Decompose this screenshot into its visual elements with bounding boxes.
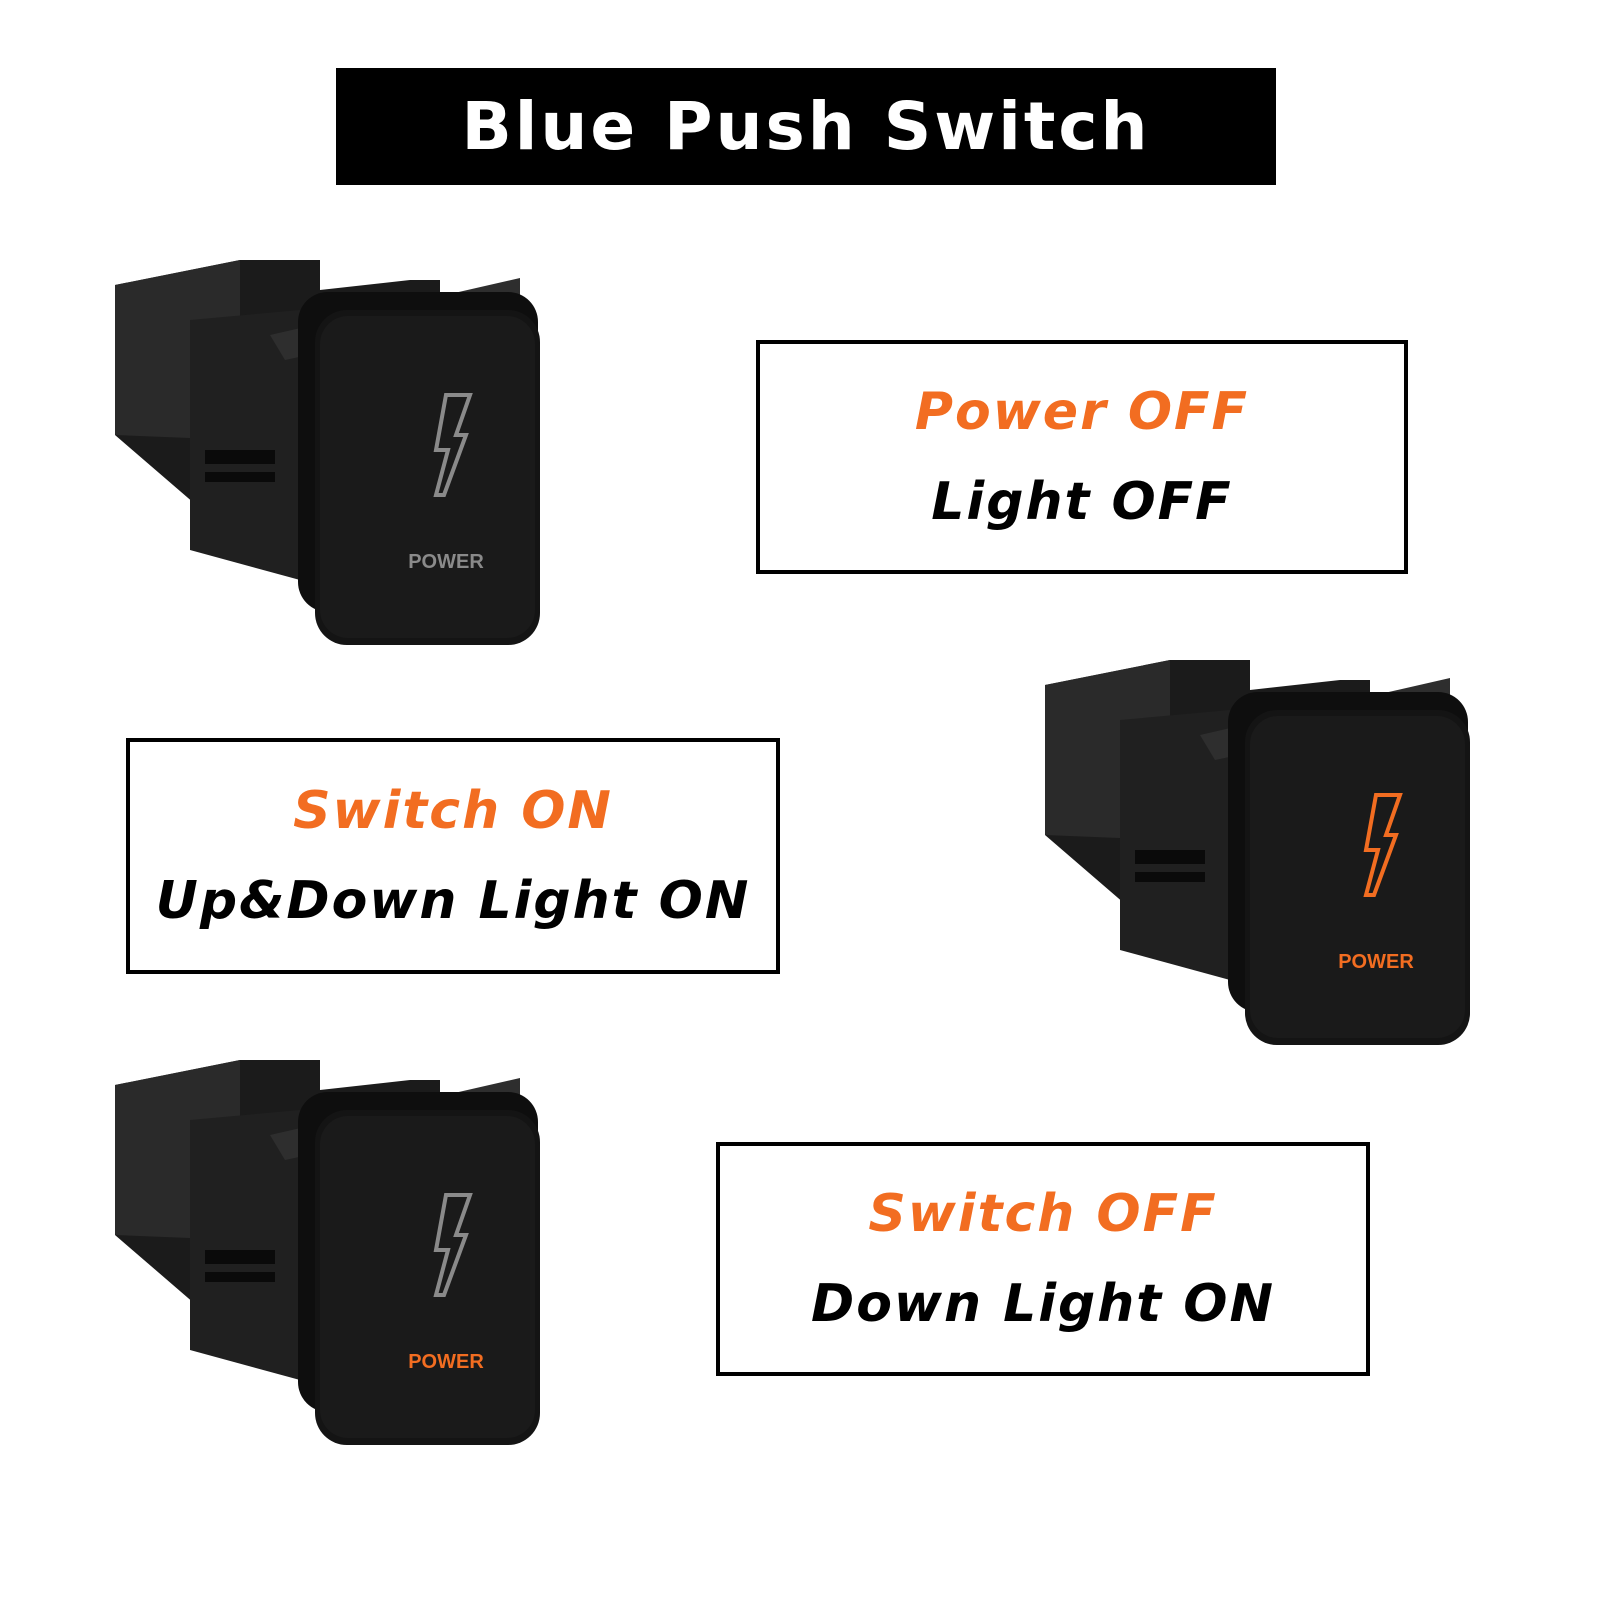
state-box-switch-on-line1: Switch ON [293,781,613,841]
switch-switch-off: POWER [110,1050,550,1470]
switch-power-off: POWER [110,250,550,670]
page-title: Blue Push Switch [461,88,1151,165]
state-box-switch-off: Switch OFF Down Light ON [716,1142,1370,1376]
state-box-switch-on: Switch ON Up&Down Light ON [126,738,780,974]
state-box-switch-off-line2: Down Light ON [811,1274,1275,1334]
lightning-bolt-icon [1363,793,1403,897]
state-box-power-off-line2: Light OFF [931,472,1233,532]
title-banner: Blue Push Switch [336,68,1276,185]
switch-power-off-graphic: POWER [115,260,540,645]
state-box-power-off-line1: Power OFF [914,382,1250,442]
lightning-bolt-icon [433,1193,473,1297]
switch-switch-off-graphic: POWER [115,1060,540,1445]
switch-switch-on-graphic: POWER [1045,660,1470,1045]
state-box-switch-on-line2: Up&Down Light ON [155,871,751,931]
switch-switch-on: POWER [1040,650,1480,1070]
switch-switch-off-label: POWER [408,1351,484,1373]
switch-power-off-label: POWER [408,551,484,573]
switch-switch-on-label: POWER [1338,951,1414,973]
state-box-power-off: Power OFF Light OFF [756,340,1408,574]
state-box-switch-off-line1: Switch OFF [868,1184,1218,1244]
lightning-bolt-icon [433,393,473,497]
